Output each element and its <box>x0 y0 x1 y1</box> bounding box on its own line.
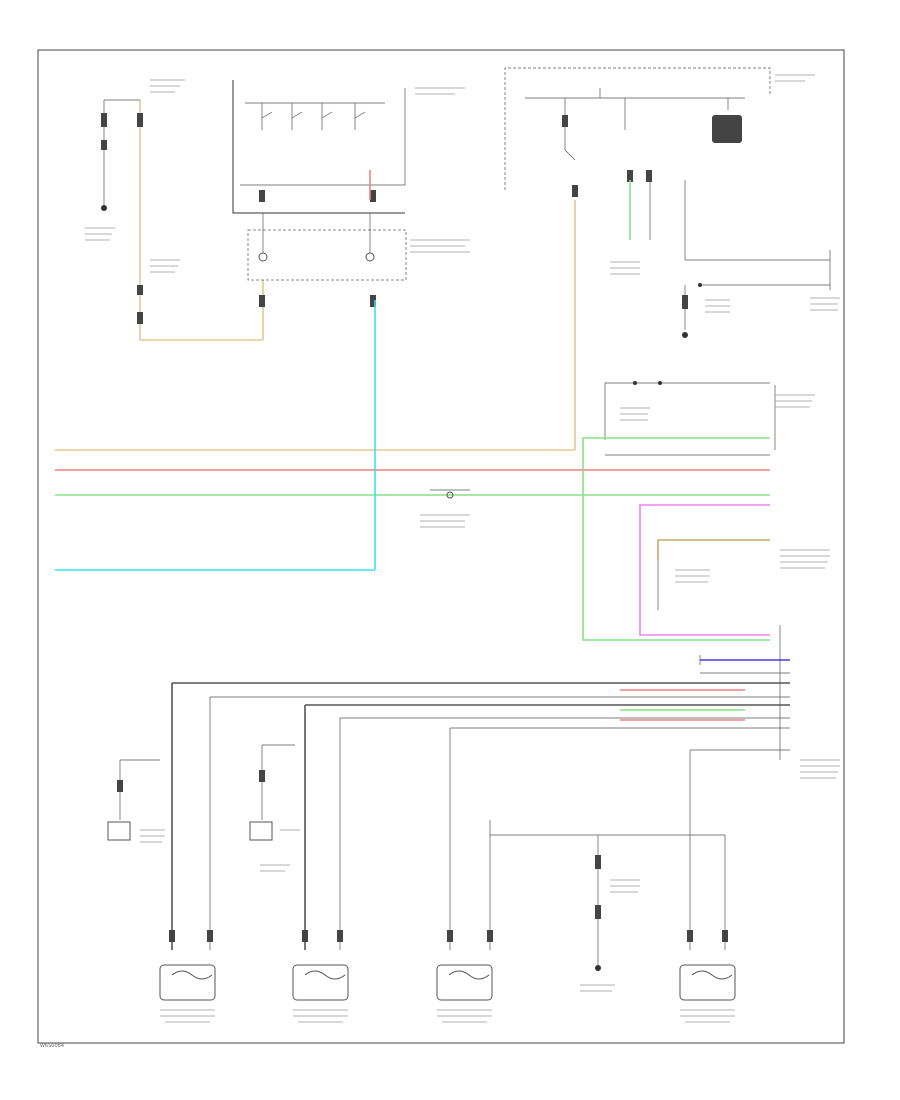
illegible-label-marks <box>85 74 840 1023</box>
right-connector-group <box>604 381 776 450</box>
buzzer-icon <box>712 115 742 143</box>
ground-symbol-icon <box>101 205 107 211</box>
ground-symbol-icon <box>595 965 601 971</box>
wheel-speed-sensors <box>159 964 736 1001</box>
wheel-speed-sensor-icon <box>436 964 493 1001</box>
diagram-border <box>37 49 845 1044</box>
control-assembly <box>232 80 407 307</box>
ecu-block <box>504 67 831 450</box>
sensor-runs <box>107 683 728 971</box>
wheel-speed-sensor-icon <box>679 964 736 1001</box>
page-id: W6S0084 <box>40 1043 65 1049</box>
connector-icon <box>249 821 273 841</box>
sensor-module-box <box>247 229 407 281</box>
bus-wires <box>55 300 770 641</box>
connector-icon <box>107 821 131 841</box>
ground-symbol-icon <box>682 332 688 338</box>
abs-ecu-connector <box>699 625 790 760</box>
wheel-speed-sensor-icon <box>159 964 216 1001</box>
sensor-harness <box>172 682 790 751</box>
wheel-speed-sensor-icon <box>292 964 349 1001</box>
top-left-branch <box>101 99 264 341</box>
